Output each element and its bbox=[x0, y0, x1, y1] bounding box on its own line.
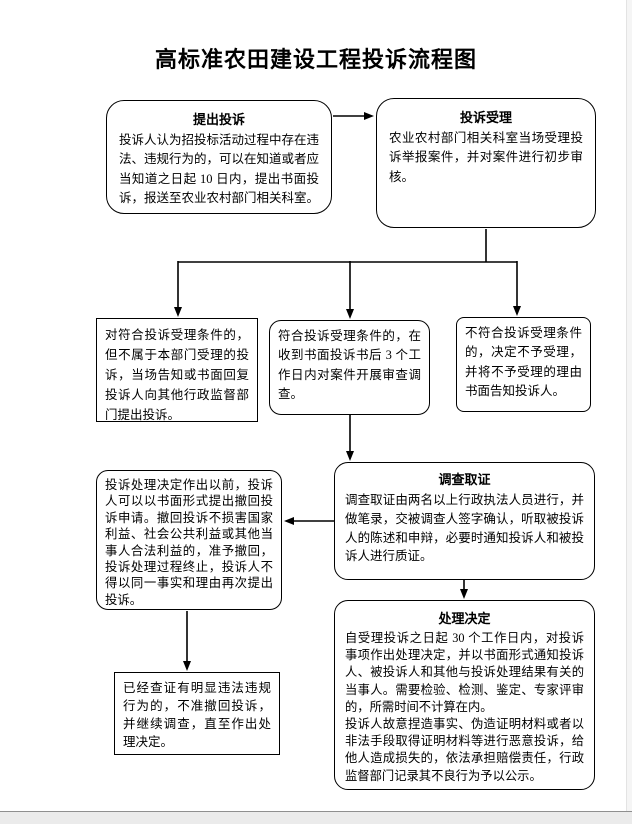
node-accept-complaint: 投诉受理 农业农村部门相关科室当场受理投诉举报案件，并对案件进行初步审核。 bbox=[376, 98, 596, 228]
node-submit-header: 提出投诉 bbox=[192, 112, 245, 127]
node-accept-header: 投诉受理 bbox=[459, 110, 512, 125]
node-submit-complaint: 提出投诉 投诉人认为招投标活动过程中存在违法、违规行为的，可以在知道或者应当知道… bbox=[106, 100, 332, 214]
node-handling-decision: 处理决定 自受理投诉之日起 30 个工作日内，对投诉事项作出处理决定，并以书面形… bbox=[334, 600, 595, 790]
node-submit-body: 投诉人认为招投标活动过程中存在违法、违规行为的，可以在知道或者应当知道之日起 1… bbox=[119, 133, 320, 206]
node-decision-header: 处理决定 bbox=[438, 611, 491, 626]
node-transfer-to-other-department: 对符合投诉受理条件的，但不属于本部门受理的投诉，当场告知或书面回复投诉人向其他行… bbox=[96, 318, 258, 422]
node-nowithdraw-body: 已经查证有明显违法违规行为的，不准撤回投诉，并继续调查，直至作出处理决定。 bbox=[123, 681, 271, 750]
node-evidence-header: 调查取证 bbox=[438, 472, 491, 487]
node-review-body: 符合投诉受理条件的，在收到书面投诉书后 3 个工作日内对案件开展审查调查。 bbox=[278, 329, 421, 402]
node-transfer-body: 对符合投诉受理条件的，但不属于本部门受理的投诉，当场告知或书面回复投诉人向其他行… bbox=[105, 328, 249, 422]
node-decision-body-1: 自受理投诉之日起 30 个工作日内，对投诉事项作出处理决定，并以书面形式通知投诉… bbox=[345, 631, 584, 714]
node-withdraw-request: 投诉处理决定作出以前，投诉人可以以书面形式提出撤回投诉申请。撤回投诉不损害国家利… bbox=[96, 470, 282, 610]
node-evidence-body: 调查取证由两名以上行政执法人员进行，并做笔录，交被调查人签字确认，听取被投诉人的… bbox=[345, 493, 584, 564]
page-edge-bottom bbox=[0, 811, 632, 824]
node-investigation-evidence: 调查取证 调查取证由两名以上行政执法人员进行，并做笔录，交被调查人签字确认，听取… bbox=[334, 462, 595, 580]
page-edge-right bbox=[626, 0, 632, 811]
node-withdraw-body: 投诉处理决定作出以前，投诉人可以以书面形式提出撤回投诉申请。撤回投诉不损害国家利… bbox=[105, 478, 273, 607]
node-reject-body: 不符合投诉受理条件的，决定不予受理，并将不予受理的理由书面告知投诉人。 bbox=[465, 326, 582, 399]
node-reject-complaint: 不符合投诉受理条件的，决定不予受理，并将不予受理的理由书面告知投诉人。 bbox=[456, 317, 591, 412]
page-title: 高标准农田建设工程投诉流程图 bbox=[154, 47, 477, 72]
node-decision-body-2: 投诉人故意捏造事实、伪造证明材料或者以非法手段取得证明材料等进行恶意投诉，给他人… bbox=[345, 717, 584, 783]
node-no-withdrawal-allowed: 已经查证有明显违法违规行为的，不准撤回投诉，并继续调查，直至作出处理决定。 bbox=[114, 672, 280, 755]
node-accept-body: 农业农村部门相关科室当场受理投诉举报案件，并对案件进行初步审核。 bbox=[389, 131, 583, 184]
node-case-review: 符合投诉受理条件的，在收到书面投诉书后 3 个工作日内对案件开展审查调查。 bbox=[269, 320, 430, 415]
